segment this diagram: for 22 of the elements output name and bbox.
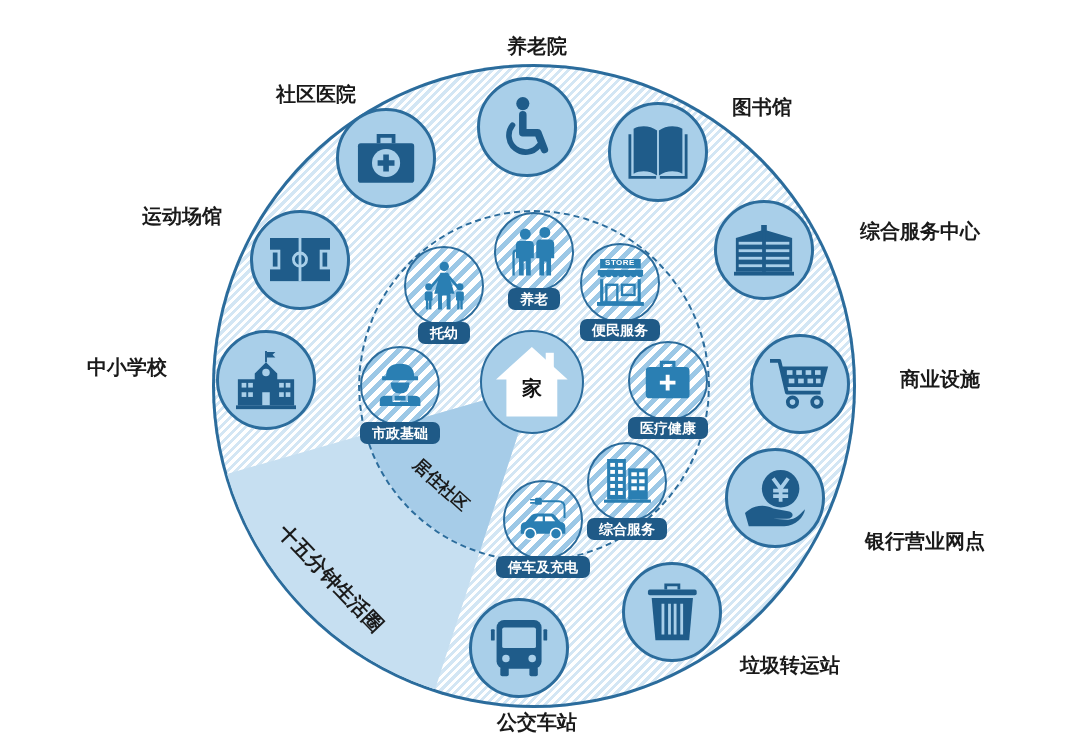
service-tag: 市政基础 — [360, 422, 440, 444]
facility-label: 图书馆 — [732, 97, 792, 117]
service-tag: 养老 — [508, 288, 560, 310]
facility-label: 垃圾转运站 — [740, 655, 840, 675]
service-tag: 综合服务 — [587, 518, 667, 540]
facility-label: 公交车站 — [497, 712, 577, 732]
ring-label: 居住社区 — [410, 455, 472, 515]
sign-text: STORE — [605, 259, 635, 268]
facility-label: 中小学校 — [87, 357, 167, 377]
service-tag: 医疗健康 — [628, 417, 708, 439]
facility-label: 综合服务中心 — [860, 221, 980, 241]
facility-label: 养老院 — [507, 36, 567, 56]
facility-label: 商业设施 — [900, 369, 980, 389]
service-tag: 停车及充电 — [496, 556, 590, 578]
zone-label: 十五分钟生活圈 — [275, 520, 387, 636]
home-label: 家 — [522, 378, 542, 398]
facility-label: 社区医院 — [276, 84, 356, 104]
service-tag: 托幼 — [418, 322, 470, 344]
service-tag: 便民服务 — [580, 319, 660, 341]
home-circle — [480, 330, 584, 434]
facility-label: 运动场馆 — [142, 206, 222, 226]
facility-label: 银行营业网点 — [865, 531, 985, 551]
